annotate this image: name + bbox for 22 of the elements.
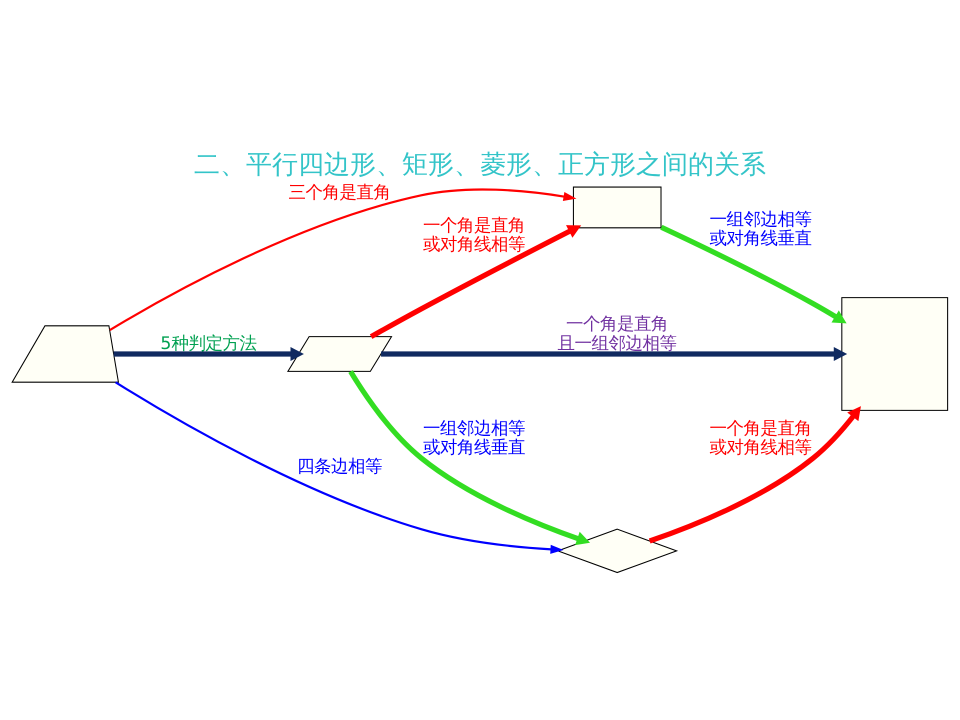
edge-label: 一个角是直角或对角线相等 xyxy=(423,215,526,254)
edge-label: 三个角是直角 xyxy=(288,182,391,202)
arrow xyxy=(348,370,590,545)
node-box xyxy=(572,186,662,228)
arrow xyxy=(648,406,861,543)
arrow xyxy=(115,380,564,554)
arrow xyxy=(370,224,582,338)
edge-label: 一个角是直角且一组邻边相等 xyxy=(558,314,677,354)
arrow xyxy=(660,224,847,323)
edge-label: 一个角是直角或对角线相等 xyxy=(709,418,812,458)
node-diamond xyxy=(556,528,678,573)
node-quadrilateral xyxy=(11,324,120,382)
arrow xyxy=(114,346,304,361)
edge-label: 5种判定方法 xyxy=(160,333,256,354)
edge-label: 一组邻边相等或对角线垂直 xyxy=(423,418,526,458)
edge-label: 四条边相等 xyxy=(297,456,382,476)
node-parallelogram xyxy=(287,336,392,372)
arrow xyxy=(109,188,576,331)
arrow xyxy=(381,346,848,361)
edge-label: 一组邻边相等或对角线垂直 xyxy=(709,209,812,248)
diagram-title: 二、平行四边形、矩形、菱形、正方形之间的关系 xyxy=(194,149,766,180)
node-square xyxy=(841,296,948,410)
